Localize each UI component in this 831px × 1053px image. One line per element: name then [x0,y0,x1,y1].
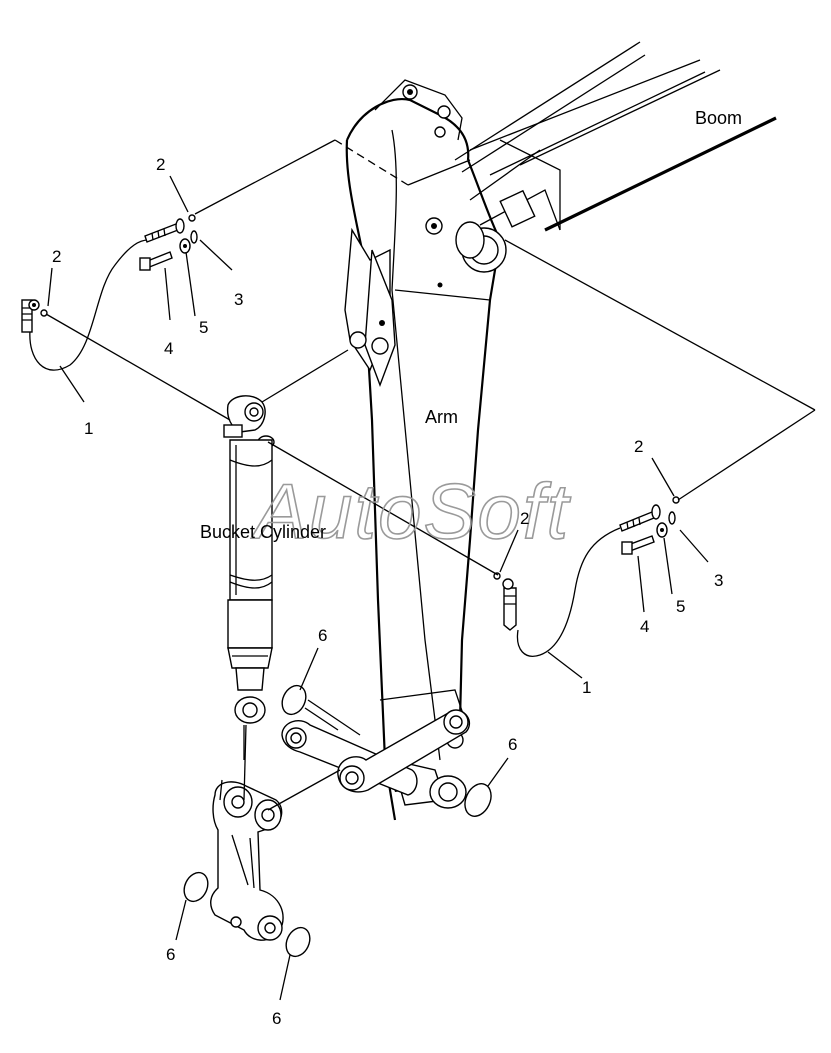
assembly-lines [45,139,816,1001]
callout-left-o-ring: 3 [234,290,243,309]
callout-pin-ring-bottom: 6 [272,1009,281,1028]
callout-right-hose: 1 [582,678,591,697]
callout-right-bolt: 4 [640,617,649,636]
callout-left-fitting-end: 2 [52,247,61,266]
pin-ring-lower-left [183,871,209,903]
callout-left-fitting-top: 2 [156,155,165,174]
bucket-cylinder [223,395,275,760]
links [281,699,471,796]
callout-pin-ring-lower-left: 6 [166,945,175,964]
pin-rings [183,684,492,958]
callout-left-bolt: 4 [164,339,173,358]
callout-right-fitting-top: 2 [634,437,643,456]
boom-label: Boom [695,108,742,128]
bucket-link [210,779,284,941]
arm-label: Arm [425,407,458,427]
callout-left-washer: 5 [199,318,208,337]
callout-pin-ring-right: 6 [508,735,517,754]
callout-pin-ring-middle: 6 [318,626,327,645]
callout-center-fitting: 2 [520,509,529,528]
boom [454,41,777,232]
pin-ring-right [464,783,492,817]
bucket-cylinder-label: Bucket Cylinder [200,522,326,542]
right-grease-line [493,496,680,657]
pin-ring-middle [281,684,307,716]
left-grease-line [21,214,198,371]
callout-right-washer: 5 [676,597,685,616]
callout-left-hose: 1 [84,419,93,438]
callout-right-o-ring: 3 [714,571,723,590]
pin-ring-bottom [285,926,311,958]
watermark: AutoSoft [251,467,572,555]
